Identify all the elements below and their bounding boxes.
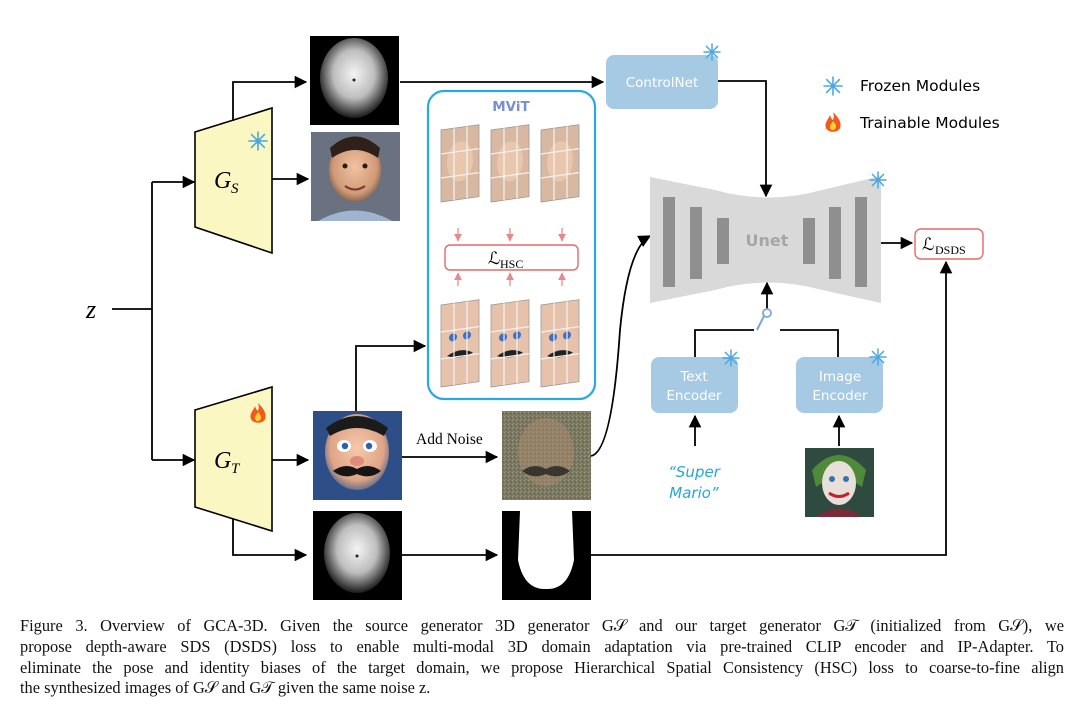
legend-frozen-label: Frozen Modules <box>860 77 980 95</box>
snowflake-icon <box>722 349 740 367</box>
hsc-loss-symbol: ℒ <box>488 249 500 269</box>
mvit-source-patches <box>440 124 580 203</box>
target-generator-gt: G T <box>194 385 273 533</box>
mvit-target-patches <box>440 299 580 388</box>
image-encoder-label-line2: Encoder <box>812 388 868 404</box>
prompt-text-line1: “Super <box>668 463 721 481</box>
gt-subscript: T <box>231 461 241 477</box>
snowflake-icon <box>869 348 887 366</box>
hsc-loss-box: ℒ HSC <box>444 228 579 286</box>
caption-line: propose depth-aware SDS (DSDS) loss to e… <box>20 636 1064 656</box>
flame-icon <box>250 403 266 423</box>
source-face-image <box>311 132 400 221</box>
text-encoder-label-line1: Text <box>679 369 707 385</box>
snowflake-icon <box>869 171 887 189</box>
source-depth-map-image <box>310 36 399 125</box>
z-branch-connector <box>112 175 196 467</box>
image-encoder-label-line1: Image <box>819 369 861 385</box>
mvit-title: MViT <box>492 99 530 115</box>
caption-line: Figure 3. Overview of GCA-3D. Given the … <box>20 616 1064 635</box>
controlnet-label: ControlNet <box>626 75 699 91</box>
legend: Frozen Modules Trainable Modules <box>823 76 1000 132</box>
dsds-loss-symbol: ℒ <box>922 235 934 255</box>
gt-label: G <box>214 448 231 474</box>
prompt-text-line2: Mario” <box>669 484 719 502</box>
caption-line: eliminate the pose and identity biases o… <box>20 657 1064 677</box>
encoder-switch <box>694 281 839 357</box>
snowflake-icon <box>248 131 268 151</box>
snowflake-icon <box>703 43 721 61</box>
caption-line: the synthesized images of G𝒮 and G𝒯 give… <box>20 678 431 698</box>
dsds-loss-subscript: DSDS <box>935 243 966 257</box>
gs-label: G <box>214 168 231 194</box>
source-generator-gs: G S <box>194 106 273 255</box>
gs-output-connectors <box>232 75 605 186</box>
unet-label: Unet <box>746 231 789 250</box>
controlnet-to-unet-connector <box>718 80 773 198</box>
joker-reference-image <box>805 448 874 517</box>
noisy-to-unet-connector <box>590 235 652 457</box>
gt-output-connectors <box>232 260 953 562</box>
noisy-mario-image <box>502 411 591 500</box>
dsds-loss-box: ℒ DSDS <box>914 228 984 260</box>
snowflake-icon <box>823 76 843 96</box>
unet-module: Unet <box>650 176 881 303</box>
controlnet-module: ControlNet <box>606 55 718 109</box>
target-depth-map-image <box>313 511 402 600</box>
text-encoder-label-line2: Encoder <box>666 388 722 404</box>
figure-caption: Figure 3. Overview of GCA-3D. Given the … <box>20 616 1064 699</box>
target-mario-face-image <box>313 411 402 500</box>
z-variable: z <box>85 295 96 324</box>
legend-trainable-label: Trainable Modules <box>859 114 1000 132</box>
hsc-loss-subscript: HSC <box>500 257 523 271</box>
image-encoder-module: Image Encoder <box>796 357 883 413</box>
text-encoder-module: Text Encoder <box>651 357 738 413</box>
add-noise-label: Add Noise <box>416 431 483 448</box>
gca3d-overview-figure: z G S G T <box>85 36 1000 600</box>
gs-subscript: S <box>231 181 239 197</box>
face-mask-image <box>502 511 591 600</box>
flame-icon <box>825 112 841 132</box>
